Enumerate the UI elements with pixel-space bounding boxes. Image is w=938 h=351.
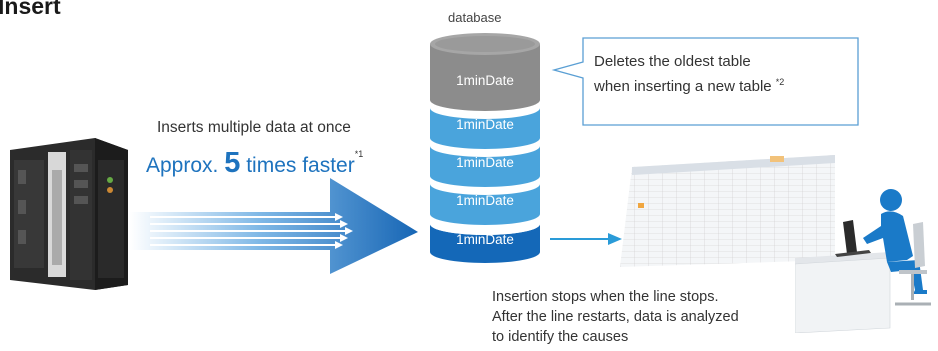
insert-arrow <box>130 178 418 274</box>
speed-note: *1 <box>354 149 364 159</box>
callout-line-2: when inserting a new table <box>594 78 772 95</box>
callout-box <box>551 37 859 126</box>
bottom-caption: Insertion stops when the line stops. Aft… <box>492 287 739 347</box>
segment-label-4: 1minDate <box>456 193 514 208</box>
segment-label-1: 1minDate <box>456 73 514 88</box>
segment-label-2: 1minDate <box>456 117 514 132</box>
inserts-text: Inserts multiple data at once <box>157 119 351 136</box>
diagram-title: Insert <box>0 0 61 19</box>
segment-label-5: 1minDate <box>456 232 514 247</box>
segment-label-3: 1minDate <box>456 155 514 170</box>
connector-arrow <box>550 233 622 245</box>
speed-prefix: Approx. <box>146 154 219 177</box>
bottom-line-3: to identify the causes <box>492 329 629 345</box>
callout-note: *2 <box>775 77 785 87</box>
callout-line-1: Deletes the oldest table <box>594 53 751 70</box>
plc-controller-image <box>10 138 128 290</box>
analyst-at-desk-image <box>795 189 931 333</box>
database-stack: 1minDate 1minDate 1minDate 1minDate 1min… <box>430 32 540 264</box>
speed-number: 5 <box>224 147 241 179</box>
bottom-line-1: Insertion stops when the line stops. <box>492 289 719 305</box>
callout-text: Deletes the oldest table when inserting … <box>594 51 834 97</box>
database-label: database <box>448 10 502 25</box>
spreadsheet-image <box>620 155 835 267</box>
bottom-line-2: After the line restarts, data is analyze… <box>492 309 739 325</box>
speed-claim: Approx. 5 times faster*1 <box>146 147 363 180</box>
speed-suffix: times faster <box>246 154 355 177</box>
